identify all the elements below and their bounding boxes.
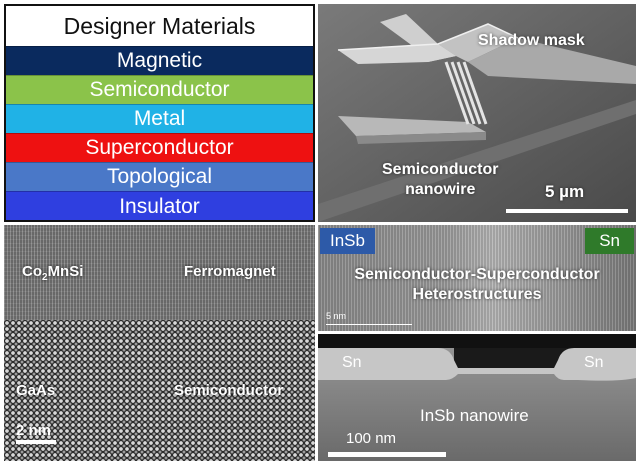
sn-tag: Sn — [585, 228, 634, 254]
hetero-scale-label: 5 nm — [326, 311, 347, 321]
ferromagnet-lattice — [4, 225, 315, 320]
tem-scale-label: 2 nm — [16, 422, 52, 439]
gaas-label: GaAs — [16, 382, 56, 399]
sn-right-label: Sn — [584, 354, 604, 371]
shadow-mask-label: Shadow mask — [478, 32, 585, 49]
sem-scale-label: 5 µm — [545, 182, 585, 201]
ferromagnet-label: Ferromagnet — [184, 263, 276, 280]
semiconductor-lattice — [4, 320, 315, 461]
insb-nanowire-label: InSb nanowire — [420, 406, 529, 425]
layer-semiconductor: Semiconductor — [6, 75, 313, 104]
hetero-scale-bar — [326, 324, 412, 325]
nanowire-label: Semiconductor nanowire — [382, 161, 499, 198]
co2mnsi-label: Co2MnSi — [22, 263, 84, 283]
layer-metal: Metal — [6, 104, 313, 133]
tem-lattice-panel: Co2MnSi Ferromagnet GaAs Semiconductor 2… — [4, 225, 315, 461]
sn-left-label: Sn — [342, 354, 362, 371]
heterostructure-panel: InSb Sn Semiconductor-Superconductor Het… — [318, 225, 636, 331]
layer-insulator: Insulator — [6, 191, 313, 220]
sem-image-panel: Shadow mask Semiconductor nanowire 5 µm — [318, 4, 636, 222]
insb-tag: InSb — [320, 228, 375, 254]
cross-section-scale-bar — [328, 452, 446, 457]
layer-stack-panel: Designer Materials Magnetic Semiconducto… — [4, 4, 315, 222]
layer-topological: Topological — [6, 162, 313, 191]
sem-scale-bar — [506, 209, 628, 213]
layer-superconductor: Superconductor — [6, 133, 313, 162]
semiconductor-label: Semiconductor — [174, 382, 284, 399]
sem-image — [318, 4, 636, 222]
layer-magnetic: Magnetic — [6, 46, 313, 75]
heterostructure-title: Semiconductor-Superconductor Heterostruc… — [354, 266, 600, 303]
stack-title: Designer Materials — [63, 12, 256, 39]
cross-section-image — [318, 334, 636, 461]
tem-scale-bar — [16, 440, 56, 444]
cross-section-scale-label: 100 nm — [346, 430, 397, 447]
nanowire-cross-section-panel: Sn Sn InSb nanowire 100 nm — [318, 334, 636, 461]
